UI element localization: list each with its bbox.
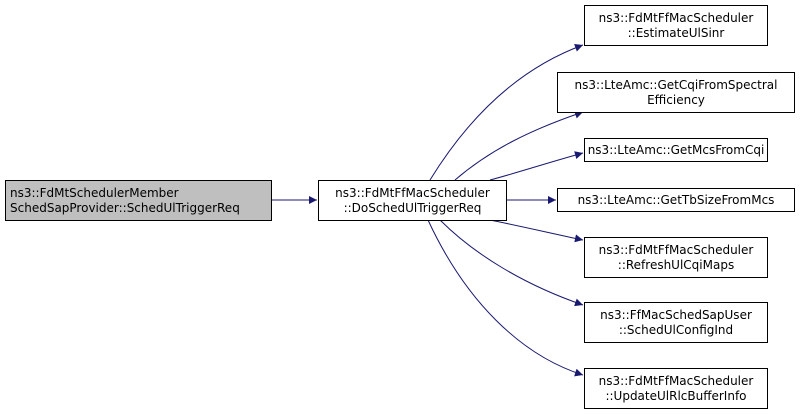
caller-node-line-2: ::DoSchedUlTriggerReq <box>343 200 482 215</box>
caller-node[interactable]: ns3::FdMtFfMacScheduler ::DoSchedUlTrigg… <box>318 180 507 221</box>
get-tb-size-line-1: ns3::LteAmc::GetTbSizeFromMcs <box>577 192 775 207</box>
root-node: ns3::FdMtSchedulerMember SchedSapProvide… <box>5 180 272 221</box>
root-node-line-2: SchedSapProvider::SchedUlTriggerReq <box>10 200 240 215</box>
refresh-ul-cqi-line-1: ns3::FdMtFfMacScheduler <box>598 242 754 257</box>
edge-to-estimate-ul-sinr <box>429 43 584 181</box>
edge-to-get-mcs <box>489 151 584 181</box>
get-mcs-from-cqi-node[interactable]: ns3::LteAmc::GetMcsFromCqi <box>584 138 768 162</box>
edge-to-refresh-ul-cqi <box>489 219 584 243</box>
get-cqi-line-2: Efficiency <box>647 92 705 107</box>
update-ul-rlc-buffer-info-node[interactable]: ns3::FdMtFfMacScheduler ::UpdateUlRlcBuf… <box>584 368 768 409</box>
estimate-ul-sinr-line-2: ::EstimateUlSinr <box>627 25 725 40</box>
edge-to-update-ul-rlc <box>427 219 584 377</box>
get-cqi-line-1: ns3::LteAmc::GetCqiFromSpectral <box>574 77 778 92</box>
sched-ul-config-line-1: ns3::FfMacSchedSapUser <box>600 307 752 322</box>
get-mcs-line-1: ns3::LteAmc::GetMcsFromCqi <box>587 142 765 157</box>
edge-to-get-cqi <box>454 110 584 181</box>
sched-ul-config-ind-node[interactable]: ns3::FfMacSchedSapUser ::SchedUlConfigIn… <box>584 302 768 343</box>
estimate-ul-sinr-line-1: ns3::FdMtFfMacScheduler <box>598 10 754 25</box>
get-tb-size-from-mcs-node[interactable]: ns3::LteAmc::GetTbSizeFromMcs <box>557 188 795 212</box>
root-node-line-1: ns3::FdMtSchedulerMember <box>10 185 179 200</box>
update-ul-rlc-line-1: ns3::FdMtFfMacScheduler <box>598 373 754 388</box>
refresh-ul-cqi-line-2: ::RefreshUlCqiMaps <box>617 257 735 272</box>
get-cqi-from-spectral-efficiency-node[interactable]: ns3::LteAmc::GetCqiFromSpectral Efficien… <box>557 72 795 113</box>
caller-node-line-1: ns3::FdMtFfMacScheduler <box>335 185 490 200</box>
update-ul-rlc-line-2: ::UpdateUlRlcBufferInfo <box>605 388 747 403</box>
refresh-ul-cqi-maps-node[interactable]: ns3::FdMtFfMacScheduler ::RefreshUlCqiMa… <box>584 237 768 278</box>
sched-ul-config-line-2: ::SchedUlConfigInd <box>618 322 734 337</box>
estimate-ul-sinr-node[interactable]: ns3::FdMtFfMacScheduler ::EstimateUlSinr <box>584 5 768 46</box>
edge-to-sched-ul-config <box>439 219 584 307</box>
